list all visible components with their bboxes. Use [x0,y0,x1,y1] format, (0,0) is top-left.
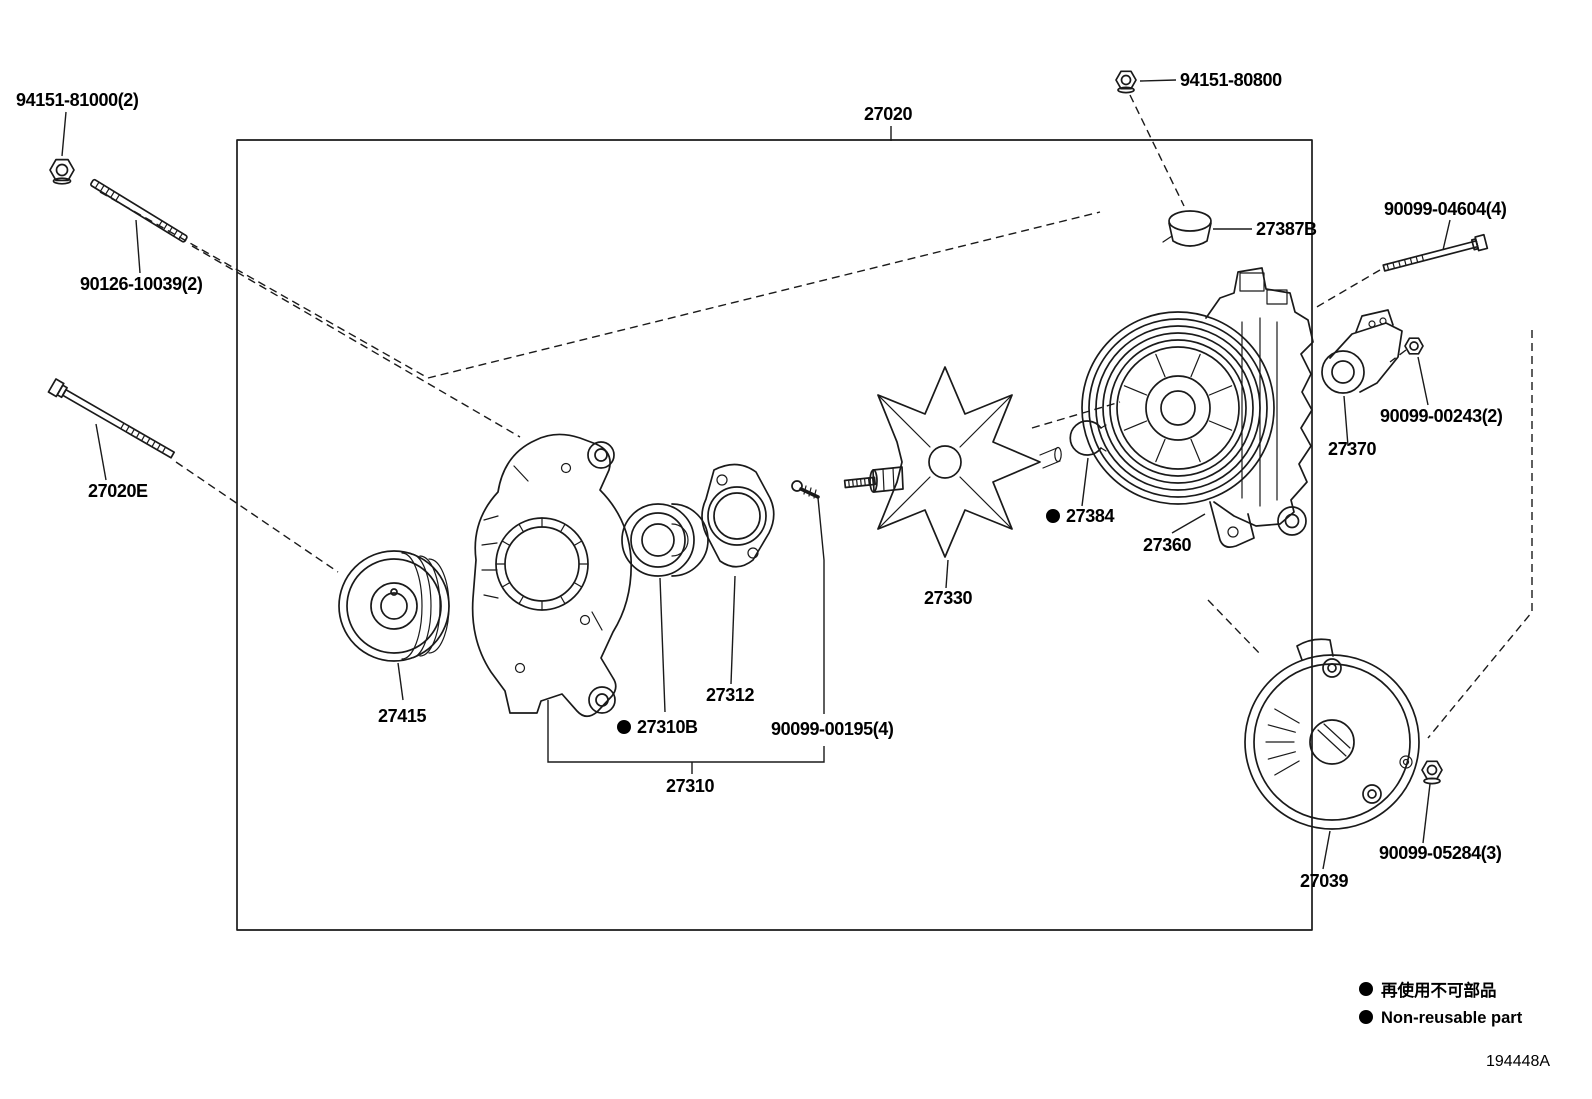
cover-27039-drawing [1244,638,1420,830]
part-label-27310b: 27310B [637,717,698,737]
part-label-27039: 27039 [1300,871,1348,891]
non-reusable-marker [1046,509,1060,523]
part-label-94151-81000: 94151-81000(2) [16,90,139,110]
legend-text-en: Non-reusable part [1381,1009,1523,1027]
nut-94151-80800-drawing [1115,70,1137,94]
part-label-27312: 27312 [706,685,754,705]
rotor-27330-drawing [843,366,1062,558]
part-label-27387b: 27387B [1256,219,1317,239]
non-reusable-marker [1359,1010,1373,1024]
nut-90099-00243-drawing [1404,337,1424,355]
leader-lines [61,79,1451,870]
non-reusable-marker [617,720,631,734]
part-label-27415: 27415 [378,706,426,726]
bolt-27020e-drawing [47,378,176,459]
nut-94151-81000-drawing [49,158,75,185]
regulator-27370-drawing [1321,309,1403,394]
part-label-27020e: 27020E [88,481,148,501]
part-label-90099-00243: 90099-00243(2) [1380,406,1503,426]
clip-27384-drawing [1069,420,1107,456]
plate-27312-drawing [701,463,775,568]
screw-90099-00195-drawing [791,480,820,499]
cap-27387b-drawing [1162,210,1212,247]
non-reusable-marker [1359,982,1373,996]
part-label-27384: 27384 [1066,506,1114,526]
legend-text-jp: 再使用不可部品 [1381,980,1497,1000]
part-label-94151-80800: 94151-80800 [1180,70,1282,90]
figure-id: 194448A [1486,1053,1550,1070]
bolt-90099-04604-drawing [1382,233,1489,272]
part-label-27020: 27020 [864,104,912,124]
assembly-frame-box [236,139,1313,931]
bearing-27310b-drawing [621,503,709,577]
frame-27360-drawing [1081,267,1314,548]
part-label-27310: 27310 [666,776,714,796]
part-labels: 94151-81000(2) 90126-10039(2) 27020E 270… [16,70,1507,891]
part-label-90099-05284: 90099-05284(3) [1379,843,1502,863]
part-label-27370: 27370 [1328,439,1376,459]
part-label-27330: 27330 [924,588,972,608]
legend: 再使用不可部品 Non-reusable part [1359,980,1523,1027]
part-label-27360: 27360 [1143,535,1191,555]
nut-90099-05284-drawing [1421,760,1443,785]
part-label-90099-00195: 90099-00195(4) [771,719,894,739]
part-label-90099-04604: 90099-04604(4) [1384,199,1507,219]
stud-90126-10039-drawing [90,178,188,243]
bracket-27310-drawing [471,433,633,718]
pulley-27415-drawing [338,550,450,662]
part-label-90126-10039: 90126-10039(2) [80,274,203,294]
projection-lines [99,94,1533,739]
